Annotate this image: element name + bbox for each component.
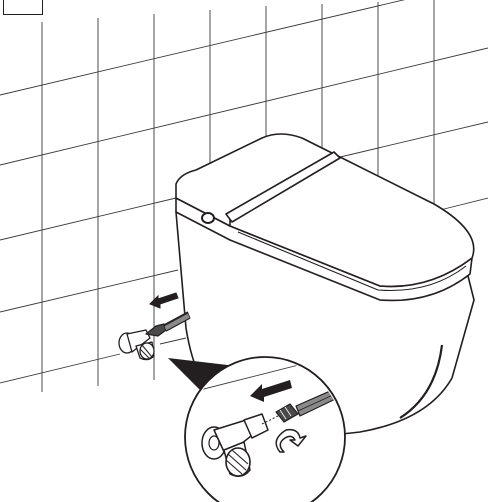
connect-hose-arrow-large — [250, 380, 292, 402]
water-inlet-hose — [145, 311, 191, 337]
tiled-wall — [0, 0, 488, 392]
callout-pointer — [168, 358, 236, 394]
toilet-lid — [229, 155, 475, 288]
valve-knob — [225, 447, 251, 477]
connect-hose-arrow — [149, 292, 179, 309]
flush-button — [201, 212, 215, 224]
hose-nut — [275, 403, 299, 423]
angle-valve — [118, 329, 155, 361]
toilet-tank-cover — [175, 133, 339, 227]
step-number-box — [3, 0, 43, 15]
tighten-clockwise-arrow — [275, 428, 307, 453]
